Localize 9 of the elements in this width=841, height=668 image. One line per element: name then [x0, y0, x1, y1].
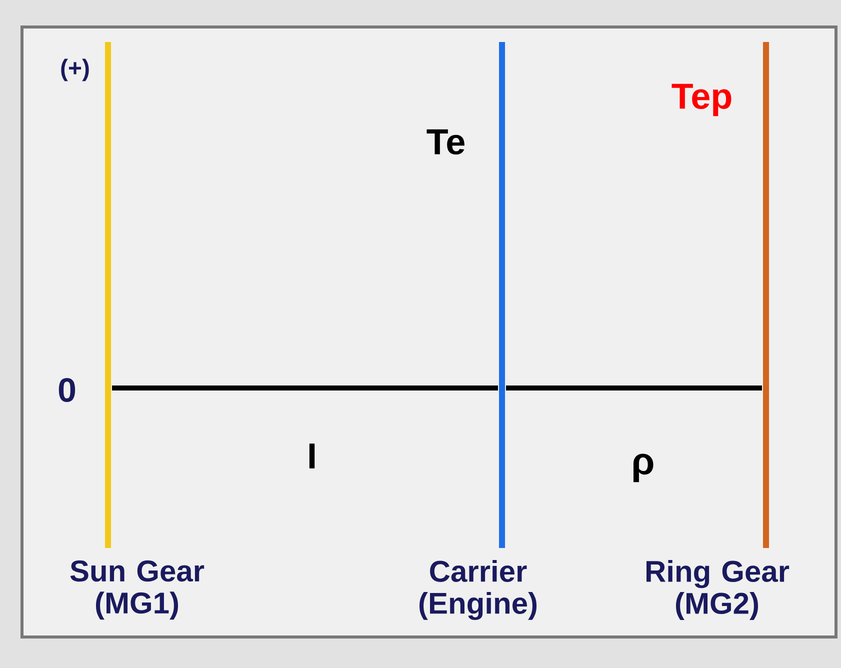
axis-label: Carrier (Engine): [420, 560, 537, 620]
ratio-label: I: [309, 444, 315, 468]
sign-label: (+): [61, 58, 89, 82]
ratio-label: ρ: [634, 454, 654, 482]
torque-label: Tep: [672, 84, 732, 116]
axis-label: Sun Gear (MG1): [70, 560, 204, 620]
zero-label: 0: [58, 378, 76, 402]
torque-label: Te: [426, 129, 464, 155]
axis-label: Ring Gear (MG2): [646, 560, 790, 620]
